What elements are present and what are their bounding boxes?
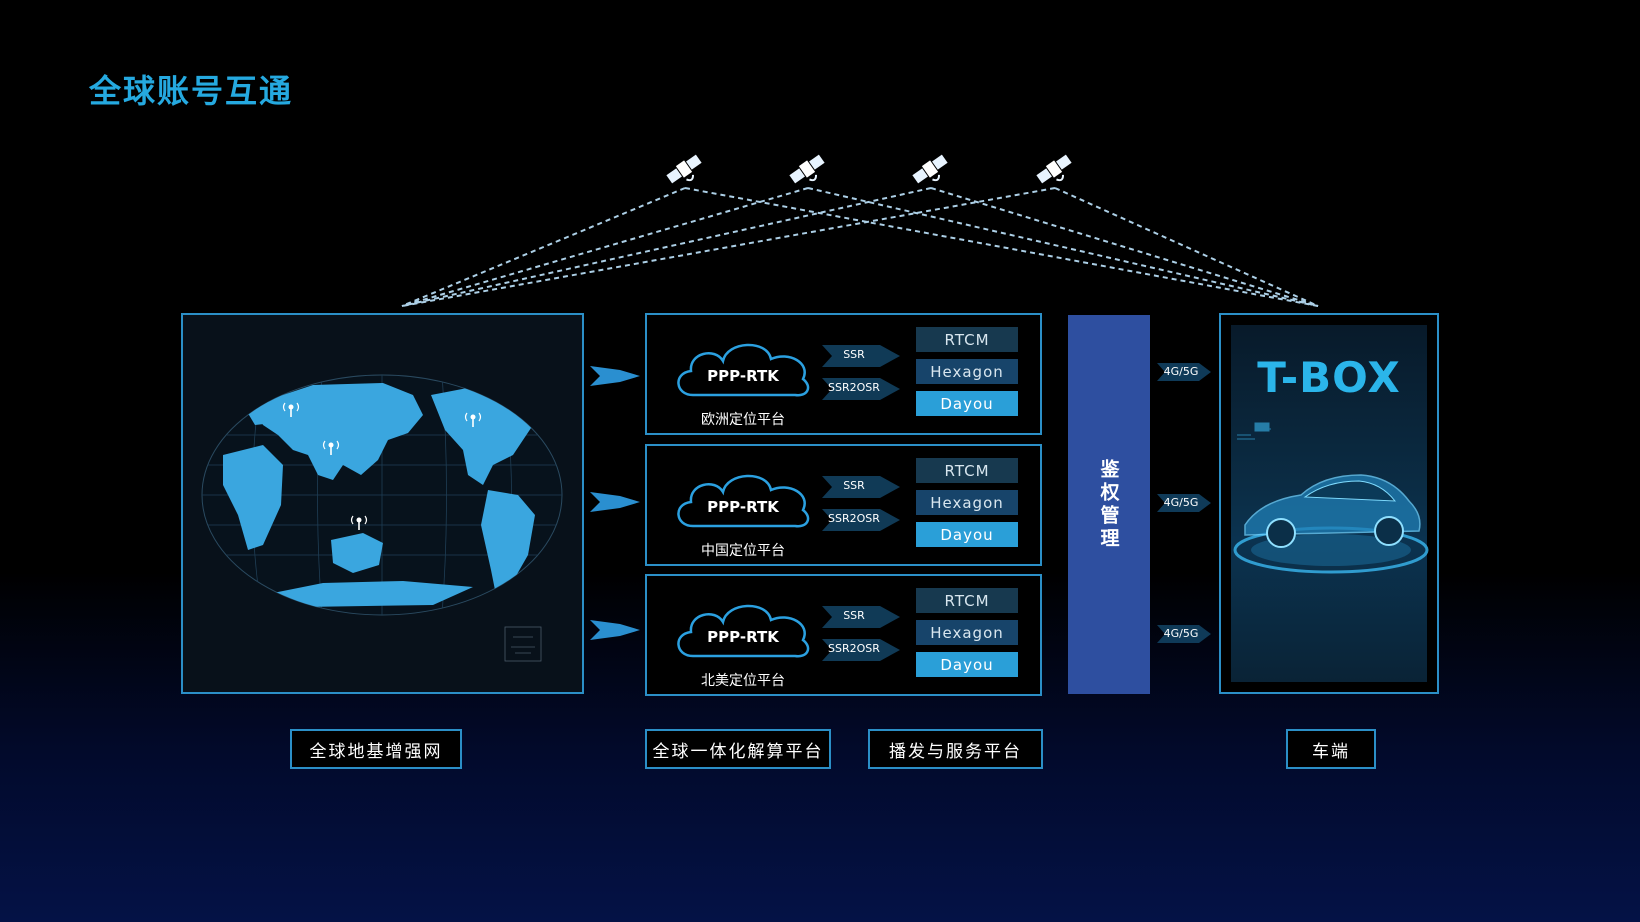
ssr-label: SSR [843, 479, 865, 492]
satellite-icon [789, 154, 825, 184]
label-broadcast-platform: 播发与服务平台 [868, 729, 1043, 769]
world-map [201, 374, 563, 662]
network-link: 4G/5G [1157, 624, 1213, 644]
sat-link [1054, 187, 1319, 307]
label-vehicle: 车端 [1286, 729, 1376, 769]
network-link-label: 4G/5G [1163, 365, 1199, 378]
platform-name: 北美定位平台 [701, 673, 785, 689]
page-title: 全球账号互通 [89, 72, 294, 110]
car-icon [1233, 422, 1429, 574]
map-land-australia [331, 533, 383, 573]
world-map-panel [181, 313, 584, 694]
cloud-icon [677, 343, 810, 397]
flow-arrow [590, 620, 640, 640]
ssr-label: SSR [843, 609, 865, 622]
auth-management-bar: 鉴权管理 [1068, 315, 1150, 694]
ssr-arrow: SSR [822, 604, 902, 630]
platform-name: 中国定位平台 [701, 543, 785, 559]
tbox-panel: T-BOX [1219, 313, 1439, 694]
flow-arrow [590, 492, 640, 512]
platform-name: 欧洲定位平台 [701, 412, 785, 428]
sat-link [401, 187, 809, 307]
cloud-icon [677, 604, 810, 658]
ssr2osr-label: SSR2OSR [828, 642, 880, 655]
protocol-rtcm: RTCM [916, 458, 1018, 483]
map-land-asia [253, 383, 423, 480]
network-link-label: 4G/5G [1163, 496, 1199, 509]
cloud-icon [677, 474, 810, 528]
cloud-label: PPP-RTK [707, 498, 779, 516]
ssr-arrow: SSR [822, 474, 902, 500]
ssr2osr-arrow: SSR2OSR [822, 507, 902, 533]
protocol-hexagon: Hexagon [916, 359, 1018, 384]
tbox-screen: T-BOX [1231, 325, 1429, 682]
antenna-icons [282, 402, 482, 530]
protocol-hexagon: Hexagon [916, 490, 1018, 515]
ssr2osr-arrow: SSR2OSR [822, 376, 902, 402]
cloud-label: PPP-RTK [707, 367, 779, 385]
antenna-icon [322, 440, 340, 455]
ssr-arrow: SSR [822, 343, 902, 369]
network-link: 4G/5G [1157, 493, 1213, 513]
map-land-antarctica [263, 581, 473, 607]
platform-na: PPP-RTK 北美定位平台 SSR SSR2OSR RTCM Hexagon … [645, 574, 1042, 696]
ssr2osr-arrow: SSR2OSR [822, 637, 902, 663]
map-land-north-america [431, 385, 533, 485]
cloud-label: PPP-RTK [707, 628, 779, 646]
network-link-label: 4G/5G [1163, 627, 1199, 640]
protocol-hexagon: Hexagon [916, 620, 1018, 645]
protocol-dayou: Dayou [916, 391, 1018, 416]
protocol-dayou: Dayou [916, 522, 1018, 547]
sat-link [684, 187, 1319, 307]
flow-arrow [590, 366, 640, 386]
protocol-rtcm: RTCM [916, 327, 1018, 352]
sat-link [930, 187, 1319, 307]
protocol-dayou: Dayou [916, 652, 1018, 677]
protocol-rtcm: RTCM [916, 588, 1018, 613]
sat-link [401, 187, 686, 307]
label-solution-platform: 全球一体化解算平台 [645, 729, 831, 769]
map-land-africa [223, 445, 283, 550]
satellite-icon [912, 154, 948, 184]
antenna-icon [464, 412, 482, 427]
map-land-south-america [481, 490, 535, 605]
label-ground-network: 全球地基增强网 [290, 729, 462, 769]
ssr2osr-label: SSR2OSR [828, 381, 880, 394]
ssr-label: SSR [843, 348, 865, 361]
platform-eu: PPP-RTK 欧洲定位平台 SSR SSR2OSR RTCM Hexagon … [645, 313, 1042, 435]
ssr2osr-label: SSR2OSR [828, 512, 880, 525]
map-legend [504, 626, 542, 662]
platform-cn: PPP-RTK 中国定位平台 SSR SSR2OSR RTCM Hexagon … [645, 444, 1042, 566]
antenna-icon [282, 402, 300, 417]
tbox-title: T-BOX [1257, 353, 1401, 402]
satellite-icon [1036, 154, 1072, 184]
satellite-icon [666, 154, 702, 184]
sat-link [401, 187, 1056, 307]
sat-link [401, 187, 932, 307]
antenna-icon [350, 515, 368, 530]
network-link: 4G/5G [1157, 362, 1213, 382]
sat-link [807, 187, 1319, 307]
auth-management-label: 鉴权管理 [1097, 458, 1120, 551]
